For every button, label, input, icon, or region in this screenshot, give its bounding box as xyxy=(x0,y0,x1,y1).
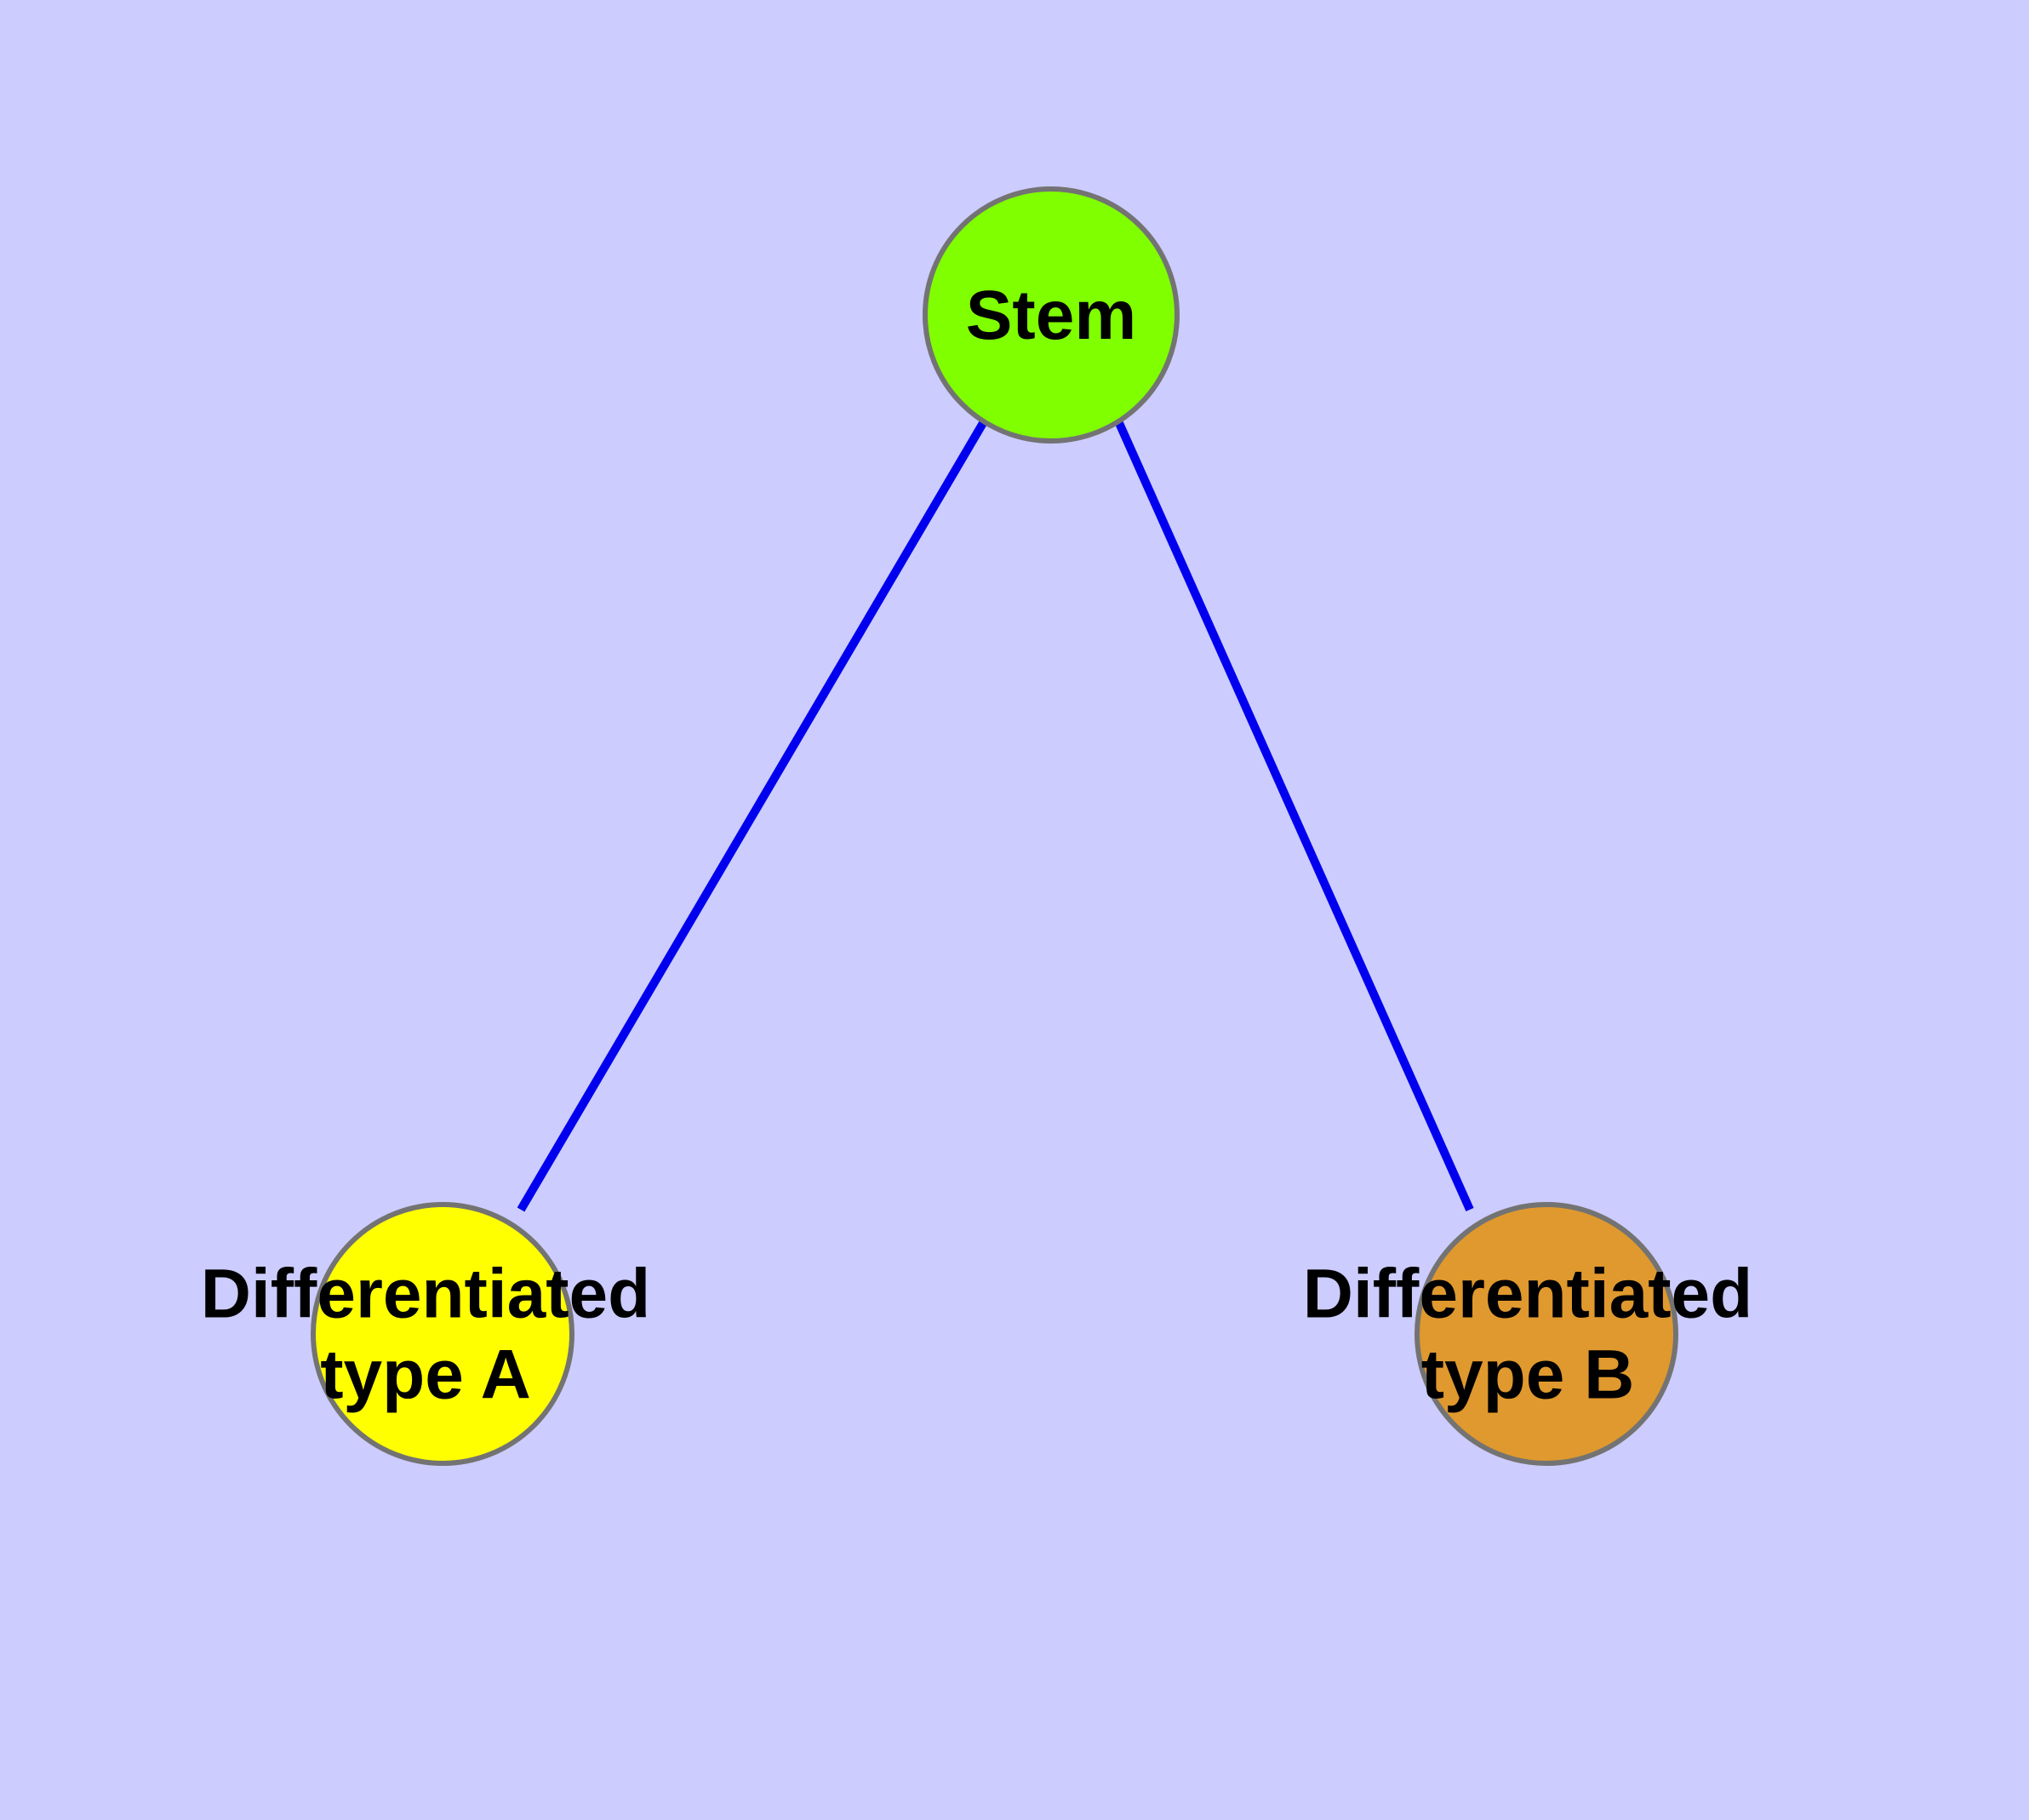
label-line: Stem xyxy=(966,277,1137,354)
label-line: type B xyxy=(1421,1336,1635,1413)
node-differentiated-type-b[interactable] xyxy=(1415,1202,1678,1466)
nodes-group xyxy=(311,186,1678,1466)
node-label-stem: Stem xyxy=(966,277,1137,354)
edge-stem-to-differentiated-a[interactable] xyxy=(517,421,987,1212)
label-line: Differentiated xyxy=(201,1255,651,1332)
label-line: Differentiated xyxy=(1303,1255,1753,1332)
node-stem[interactable] xyxy=(923,186,1180,444)
edge-stem-to-differentiated-b[interactable] xyxy=(1115,421,1474,1212)
edges-group xyxy=(517,421,1474,1212)
label-line: type A xyxy=(320,1336,531,1413)
node-differentiated-type-a[interactable] xyxy=(311,1202,574,1466)
